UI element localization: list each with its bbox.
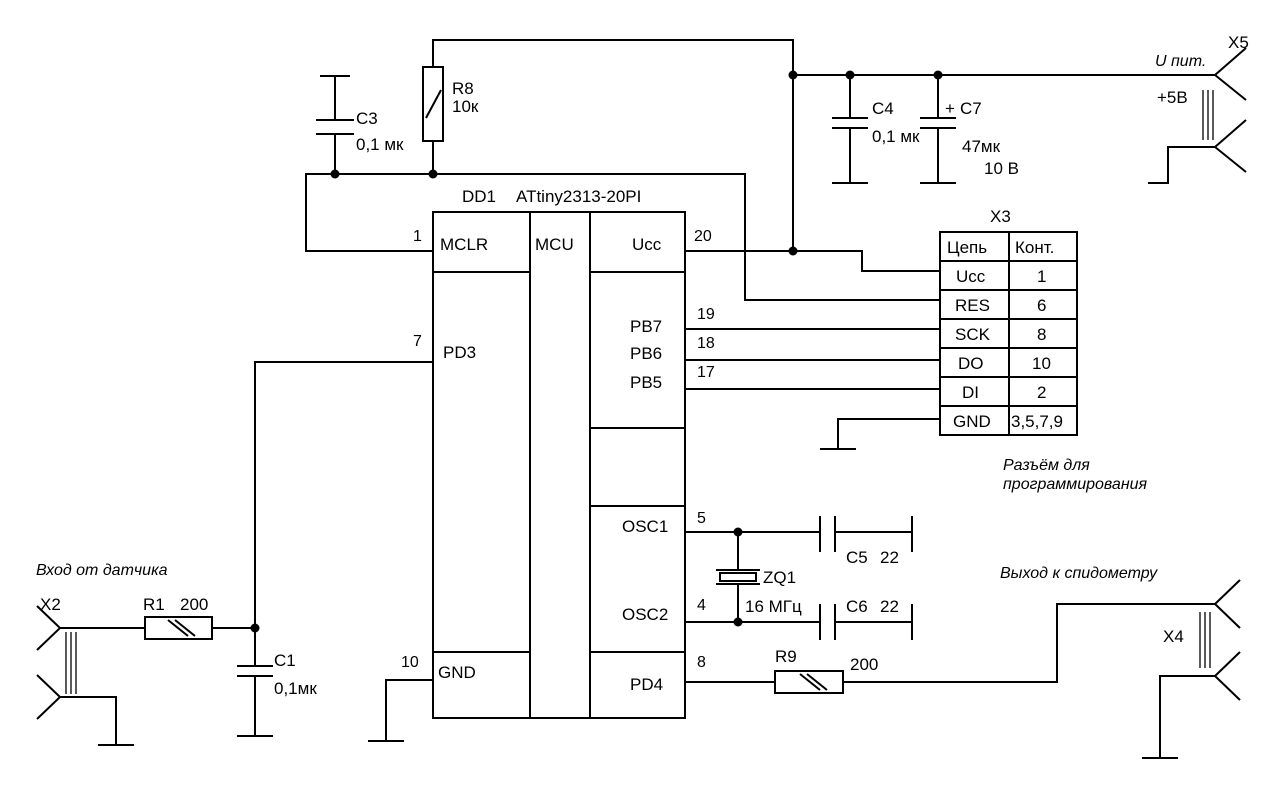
junction-dots [250, 70, 943, 633]
r9-resistor [774, 670, 844, 694]
x3-row-sck-net: SCK [955, 325, 991, 344]
pin-osc2-name: OSC2 [622, 605, 668, 624]
pin-8-number: 8 [697, 654, 706, 671]
x3-row-sck-contact: 8 [1037, 325, 1046, 344]
pin-7-number: 7 [413, 333, 422, 350]
x3-header-contact: Конт. [1015, 238, 1054, 257]
x3-row-do-net: DO [958, 354, 984, 373]
c5-value: 22 [880, 548, 899, 567]
x3-ref: X3 [990, 207, 1011, 226]
x3-row-gnd-net: GND [953, 412, 991, 431]
x4-ref: X4 [1163, 627, 1184, 646]
spi-net-wires [685, 328, 940, 450]
pin-pd4-name: PD4 [630, 675, 663, 694]
r8-value: 10к [452, 97, 479, 116]
pin-1-number: 1 [413, 228, 422, 245]
input-net-wires [60, 361, 433, 736]
c3-ref: C3 [356, 109, 378, 128]
c4-ref: C4 [872, 99, 894, 118]
pin-10-number: 10 [401, 654, 419, 671]
c3-capacitor [316, 75, 354, 135]
x3-row-ucc-contact: 1 [1037, 267, 1046, 286]
pin-18-number: 18 [697, 335, 715, 352]
x3-row-do-contact: 10 [1032, 354, 1051, 373]
c7-ref: C7 [960, 99, 982, 118]
c1-capacitor [237, 665, 273, 737]
x5-supply-label: U пит. [1155, 53, 1206, 70]
zq1-frequency: 16 МГц [745, 597, 802, 616]
dd1-part-number: ATtiny2313-20PI [516, 187, 641, 206]
c6-value: 22 [880, 597, 899, 616]
pin-pb6-name: PB6 [630, 344, 662, 363]
r9-ref: R9 [775, 647, 797, 666]
pin-4-number: 4 [697, 597, 706, 614]
pin-mclr-name: MCLR [440, 235, 488, 254]
c6-ref: C6 [846, 597, 868, 616]
x3-programming-connector [939, 231, 1078, 436]
x4-output-connector [1142, 579, 1241, 759]
c3-value: 0,1 мк [356, 135, 404, 154]
r1-ref: R1 [143, 595, 165, 614]
pin-5-number: 5 [697, 510, 706, 527]
r1-value: 200 [180, 595, 208, 614]
pin-gnd-name: GND [438, 663, 476, 682]
pin-osc1-name: OSC1 [622, 517, 668, 536]
r8-ref: R8 [452, 79, 474, 98]
c5-capacitor [819, 516, 913, 552]
pin-20-number: 20 [694, 228, 712, 245]
reset-net-wires [305, 39, 940, 301]
x3-header-net: Цепь [947, 238, 987, 257]
r8-trimmer-resistor [422, 66, 444, 142]
x3-row-gnd-contact: 3,5,7,9 [1011, 412, 1063, 431]
x2-input-label: Вход от датчика [36, 562, 168, 579]
x2-input-connector [36, 605, 134, 746]
x3-caption-line1: Разъём для [1003, 457, 1090, 474]
c7-voltage: 10 В [984, 159, 1019, 178]
x3-row-res-contact: 6 [1037, 296, 1046, 315]
c1-ref: C1 [274, 651, 296, 670]
pin-pd3-name: PD3 [443, 343, 476, 362]
c7-electrolytic-capacitor [920, 117, 956, 184]
pin-17-number: 17 [697, 364, 715, 381]
c6-capacitor [819, 604, 913, 640]
c5-ref: C5 [846, 548, 868, 567]
zq1-ref: ZQ1 [763, 568, 796, 587]
dd1-ref: DD1 [462, 187, 496, 206]
oscillator-net-wires [685, 531, 912, 623]
x2-ref: X2 [40, 595, 61, 614]
pin-pb5-name: PB5 [630, 373, 662, 392]
c4-value: 0,1 мк [872, 127, 920, 146]
x3-row-di-contact: 2 [1037, 383, 1046, 402]
r1-resistor [144, 616, 213, 640]
chip-ground [368, 679, 433, 742]
x3-row-res-net: RES [955, 296, 990, 315]
pin-19-number: 19 [697, 306, 715, 323]
x3-caption-line2: программирования [1003, 476, 1148, 493]
dd1-core-label: MCU [535, 235, 574, 254]
x5-power-connector [1148, 47, 1247, 184]
r9-value: 200 [850, 655, 878, 674]
pin-pb7-name: PB7 [630, 317, 662, 336]
x3-row-di-net: DI [962, 383, 979, 402]
x5-voltage: +5В [1157, 88, 1188, 107]
zq1-crystal [716, 569, 760, 585]
dd1-microcontroller [432, 211, 686, 719]
supply-net-wires [685, 74, 1215, 272]
x3-row-ucc-net: Ucc [956, 267, 986, 286]
c7-plus-sign: + [945, 99, 955, 118]
output-net-wires [685, 603, 1215, 683]
x4-output-label: Выход к спидометру [1000, 565, 1158, 582]
x5-ref: X5 [1228, 33, 1249, 52]
c4-capacitor [832, 117, 868, 184]
c1-value: 0,1мк [274, 679, 317, 698]
pin-ucc-name: Ucc [632, 235, 662, 254]
c7-value: 47мк [962, 137, 1001, 156]
